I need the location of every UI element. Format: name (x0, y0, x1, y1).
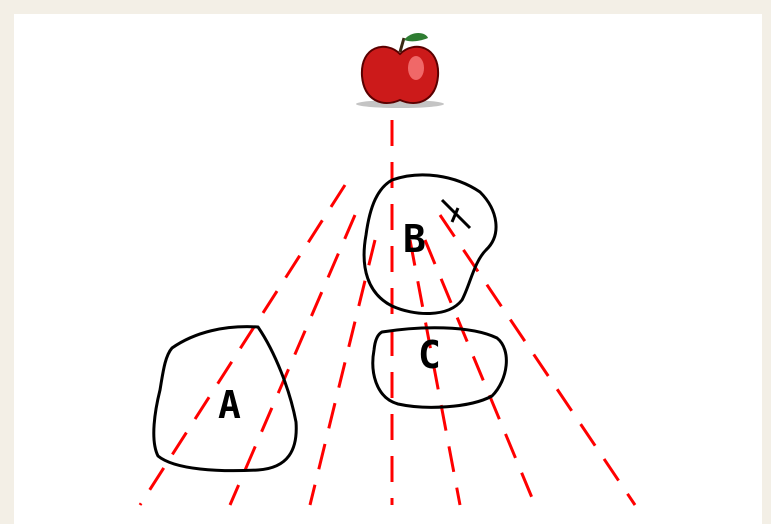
ray-far-right (440, 215, 635, 505)
ray-left (230, 215, 355, 505)
label-c: C (418, 333, 441, 377)
ray-mid-left (310, 240, 375, 505)
apple-icon (356, 33, 444, 108)
ray-group (140, 120, 635, 505)
ray-far-left (140, 185, 345, 505)
label-a: A (218, 383, 241, 427)
ray-right (425, 240, 535, 505)
label-b: B (403, 217, 426, 261)
object-b-outline (364, 175, 496, 314)
